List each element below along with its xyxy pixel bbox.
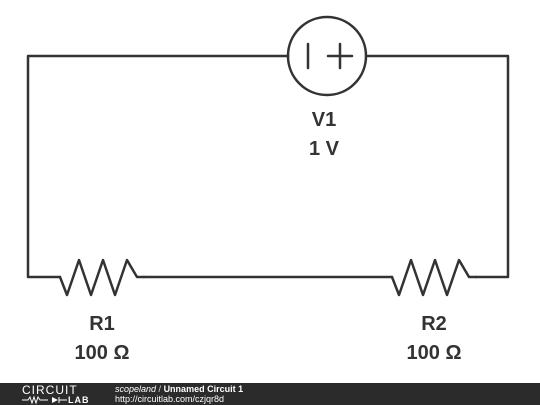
logo-lab-text: LAB: [68, 395, 90, 405]
footer-bar: CIRCUIT LAB scopeland / Unnamed Circuit …: [0, 383, 540, 405]
v1-value: 1 V: [308, 138, 340, 160]
footer-separator: /: [156, 384, 164, 394]
footer-username[interactable]: scopeland: [115, 384, 157, 394]
voltage-source-symbol: [286, 15, 368, 97]
r1-value: 100 Ω: [74, 342, 130, 364]
logo-circuit-text: CIRCUIT: [22, 383, 78, 397]
logo-resistor-icon: [22, 395, 67, 405]
footer-url-link[interactable]: http://circuitlab.com/czjqr8d: [115, 394, 225, 404]
v1-label: V1: [311, 109, 337, 131]
footer-title-line: scopeland / Unnamed Circuit 1: [115, 384, 243, 394]
wire-top-left: [26, 54, 290, 279]
schematic-drawing: [26, 15, 510, 297]
wire-top-right: [364, 54, 510, 279]
r2-label: R2: [421, 313, 447, 335]
footer-circuit-title: Unnamed Circuit 1: [163, 384, 244, 394]
resistor-r2-symbol: [390, 258, 478, 297]
r2-value: 100 Ω: [406, 342, 462, 364]
resistor-r1-symbol: [58, 258, 146, 297]
r1-label: R1: [89, 313, 115, 335]
